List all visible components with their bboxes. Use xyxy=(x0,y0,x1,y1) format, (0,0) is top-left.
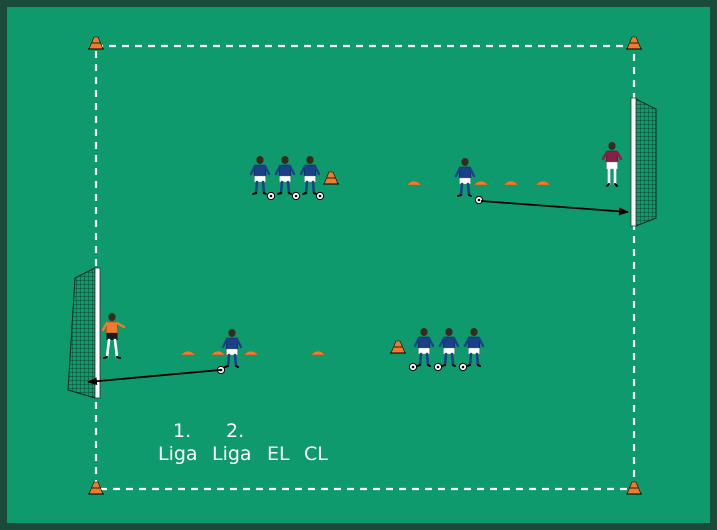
goal-icon xyxy=(631,98,656,226)
pitch-surface xyxy=(7,7,710,523)
zone-label-liga2-word: Liga xyxy=(212,445,252,464)
zone-label-liga2-number: 2. xyxy=(226,422,244,441)
ball-icon xyxy=(459,363,466,370)
ball-icon xyxy=(475,196,482,203)
ball-icon xyxy=(292,192,299,199)
ball-icon xyxy=(409,363,416,370)
zone-label-cl: CL xyxy=(304,445,328,464)
zone-label-liga1-word: Liga xyxy=(158,445,198,464)
zone-label-el: EL xyxy=(267,445,290,464)
ball-icon xyxy=(267,192,274,199)
ball-icon xyxy=(316,192,323,199)
zone-label-liga1-number: 1. xyxy=(173,422,191,441)
ball-icon xyxy=(434,363,441,370)
